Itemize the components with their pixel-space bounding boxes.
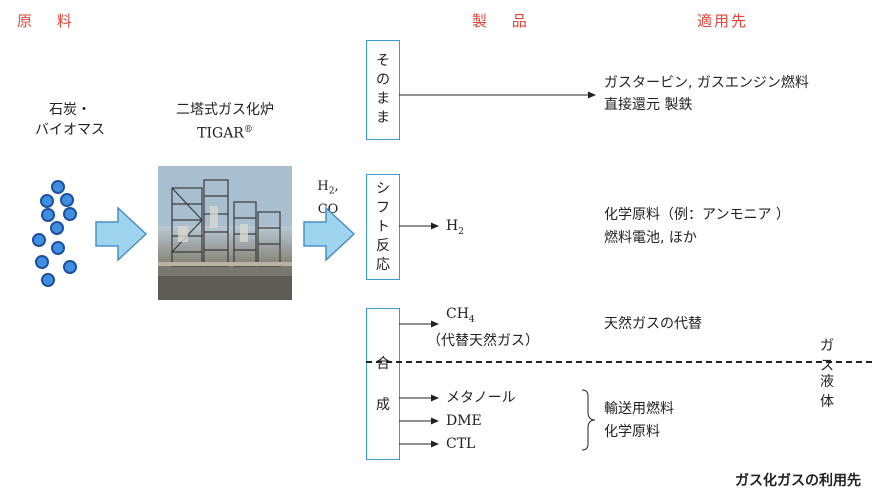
phase-liquid-label: 液 体 [820, 374, 844, 410]
syngas-h2: H2, [311, 178, 345, 201]
box-synthesis: 合 成 [366, 308, 400, 460]
particle-icon [35, 255, 49, 269]
application-liquid-2: 化学原料 [604, 424, 660, 440]
particle-icon [51, 180, 65, 194]
particle-icon [41, 208, 55, 222]
product-dme: DME [446, 413, 482, 429]
box-shift-reaction: シ フ ト 反 応 [366, 174, 400, 280]
particle-icon [41, 273, 55, 287]
box-direct-char: ま [376, 110, 390, 126]
box-shift-char: フ [376, 199, 390, 216]
product-h2-symbol: H [446, 218, 459, 234]
product-ch4-note: （代替天然ガス） [427, 332, 539, 349]
box-direct-use: そ の ま ま [366, 40, 400, 140]
box-shift-char: シ [376, 180, 390, 197]
gasifier-label: 二塔式ガス化炉 TIGAR® [140, 100, 310, 144]
syngas-comma: , [334, 179, 339, 194]
syngas-h2-symbol: H [317, 179, 329, 194]
product-ch4-symbol: CH [446, 306, 469, 322]
box-synthesis-top: 合 [376, 356, 390, 372]
application-liquid-1: 輸送用燃料 [604, 401, 674, 417]
feedstock-label: 石炭・ バイオマス [20, 100, 120, 140]
box-direct-char: そ [376, 53, 390, 69]
header-raw-material: 原 料 [17, 12, 82, 30]
feedstock-line1: 石炭・ [49, 102, 91, 118]
gasifier-photo [158, 166, 292, 300]
box-synthesis-bottom: 成 [376, 397, 390, 413]
gasifier-plant-illustration [158, 166, 292, 300]
particle-icon [40, 194, 54, 208]
application-direct-2: 直接還元 製鉄 [604, 97, 693, 113]
application-ch4: 天然ガスの代替 [604, 316, 702, 332]
gasifier-name-text: TIGAR [197, 125, 244, 142]
registered-mark: ® [243, 125, 253, 135]
phase-gas-label: ガ ス [820, 338, 844, 374]
application-liquid: 輸送用燃料 化学原料 [604, 398, 674, 444]
product-ch4-subscript: 4 [468, 314, 475, 325]
particle-icon [60, 193, 74, 207]
box-direct-char: ま [376, 91, 390, 107]
product-methanol: メタノール [446, 390, 516, 406]
application-shift: 化学原料（例：アンモニア ） 燃料電池, ほか [604, 204, 790, 250]
particle-icon [51, 241, 65, 255]
application-shift-2: 燃料電池, ほか [604, 230, 697, 246]
application-direct: ガスタービン, ガスエンジン燃料 直接還元 製鉄 [604, 72, 809, 116]
box-shift-char: 反 [376, 237, 390, 254]
gasifier-line1: 二塔式ガス化炉 [176, 102, 274, 118]
product-ch4-formula: CH4 [427, 304, 539, 331]
particle-icon [63, 207, 77, 221]
feedstock-line2: バイオマス [35, 122, 105, 138]
figure-caption: ガス化ガスの利用先 [735, 473, 861, 489]
liquid-bracket [581, 389, 596, 451]
box-shift-char: ト [376, 218, 390, 235]
application-shift-1: 化学原料（例：アンモニア ） [604, 207, 790, 223]
product-h2-subscript: 2 [458, 226, 464, 237]
box-shift-char: 応 [376, 256, 390, 273]
application-direct-1: ガスタービン, ガスエンジン燃料 [604, 75, 809, 91]
header-application: 適用先 [697, 12, 749, 30]
particle-icon [50, 221, 64, 235]
product-h2: H2 [446, 216, 464, 242]
particle-icon [63, 260, 77, 274]
header-products: 製 品 [472, 12, 537, 30]
particle-icon [32, 233, 46, 247]
feed-arrow-icon [95, 206, 148, 262]
syngas-arrow-icon [303, 206, 356, 262]
gasifier-name: TIGAR® [140, 120, 310, 144]
product-ctl: CTL [446, 436, 476, 452]
box-direct-char: の [376, 72, 390, 88]
feedstock-particles [32, 180, 77, 287]
syngas-h2-subscript: 2 [328, 186, 335, 197]
product-ch4: CH4 （代替天然ガス） [427, 304, 539, 352]
